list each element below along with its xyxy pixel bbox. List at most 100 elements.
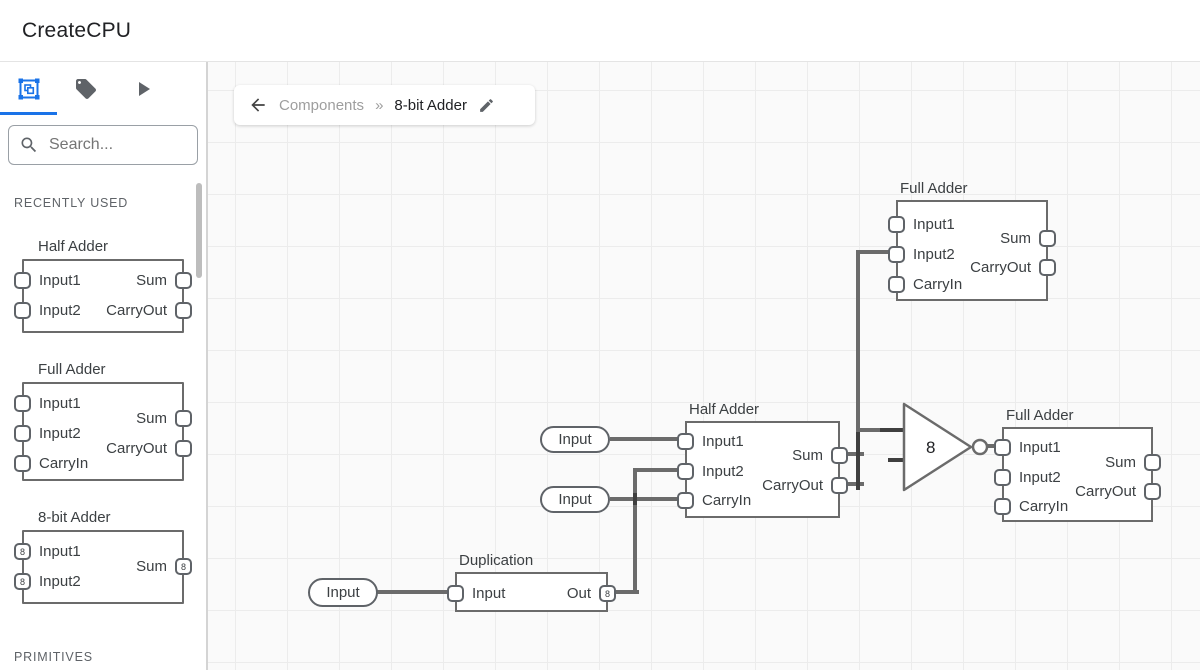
- search-input[interactable]: [49, 136, 179, 154]
- tab-components[interactable]: [0, 62, 57, 115]
- tab-tags[interactable]: [57, 62, 114, 115]
- port-input2[interactable]: [14, 302, 31, 319]
- port-label: Input1: [913, 216, 955, 233]
- wire[interactable]: [856, 428, 860, 490]
- port-label: CarryOut: [106, 440, 167, 457]
- port-sum[interactable]: [175, 410, 192, 427]
- wire[interactable]: [633, 468, 637, 592]
- tag-icon: [75, 78, 96, 99]
- port-input1[interactable]: [677, 433, 694, 450]
- port-sum[interactable]: 8: [175, 558, 192, 575]
- tab-simulate[interactable]: [114, 62, 171, 115]
- port-label: Sum: [1000, 230, 1031, 247]
- port-label: Sum: [136, 410, 167, 427]
- edit-name-button[interactable]: [478, 97, 495, 114]
- port-input2[interactable]: [994, 469, 1011, 486]
- port-input2[interactable]: [14, 425, 31, 442]
- component-title: Duplication: [459, 552, 534, 569]
- port-carryout[interactable]: [831, 477, 848, 494]
- port-input1[interactable]: [994, 439, 1011, 456]
- port-sum[interactable]: [175, 272, 192, 289]
- breadcrumb-current: 8-bit Adder: [394, 96, 467, 114]
- port-label: CarryOut: [106, 302, 167, 319]
- port-input2[interactable]: [677, 463, 694, 480]
- component-title: Full Adder: [900, 180, 968, 197]
- breadcrumb-parent[interactable]: Components: [279, 96, 365, 114]
- port-sum[interactable]: [831, 447, 848, 464]
- wire[interactable]: [880, 428, 905, 432]
- port-label: Sum: [136, 558, 167, 575]
- app-header: CreateCPU: [0, 0, 1200, 62]
- pencil-icon: [480, 98, 493, 112]
- port-input2[interactable]: 8: [14, 573, 31, 590]
- wire[interactable]: [888, 458, 904, 462]
- port-input1[interactable]: 8: [14, 543, 31, 560]
- port-sum[interactable]: [1039, 230, 1056, 247]
- port-carryin[interactable]: [994, 498, 1011, 515]
- port-label: Out: [566, 585, 591, 602]
- port-input1[interactable]: [888, 216, 905, 233]
- sidebar-scrollbar[interactable]: [196, 183, 202, 278]
- port-carryin[interactable]: [677, 492, 694, 509]
- port-input1[interactable]: [14, 395, 31, 412]
- component-title: 8-bit Adder: [38, 509, 111, 526]
- input-pill[interactable]: Input: [540, 486, 610, 513]
- app-title: CreateCPU: [22, 18, 132, 42]
- gate-bits-label: 8: [926, 438, 935, 457]
- port-carryout[interactable]: [175, 440, 192, 457]
- not-gate[interactable]: 8: [902, 402, 990, 497]
- input-pill[interactable]: Input: [308, 578, 378, 607]
- input-pill[interactable]: Input: [540, 426, 610, 453]
- port-label: CarryIn: [702, 492, 752, 509]
- port-label: Input2: [913, 246, 955, 263]
- port-input2[interactable]: [888, 246, 905, 263]
- wire[interactable]: [633, 468, 687, 472]
- wire[interactable]: [633, 493, 637, 505]
- wire[interactable]: [610, 497, 687, 501]
- port-out[interactable]: 8: [599, 585, 616, 602]
- port-label: CarryOut: [1075, 483, 1136, 500]
- port-carryout[interactable]: [1144, 483, 1161, 500]
- port-label: Input1: [39, 543, 81, 560]
- port-input1[interactable]: [14, 272, 31, 289]
- wire[interactable]: [856, 250, 898, 254]
- wire[interactable]: [606, 590, 639, 594]
- port-label: Input1: [39, 272, 81, 289]
- active-tab-indicator: [0, 112, 57, 115]
- port-carryout[interactable]: [1039, 259, 1056, 276]
- wire[interactable]: [377, 590, 457, 594]
- port-carryin[interactable]: [888, 276, 905, 293]
- back-button[interactable]: [248, 95, 268, 115]
- port-label: Input: [472, 585, 506, 602]
- search-box[interactable]: [8, 125, 198, 165]
- not-gate-shape: 8: [902, 402, 989, 492]
- wire[interactable]: [838, 452, 864, 456]
- wire[interactable]: [856, 250, 860, 432]
- port-input[interactable]: [447, 585, 464, 602]
- port-label: Input2: [39, 573, 81, 590]
- port-carryin[interactable]: [14, 455, 31, 472]
- port-label: Input1: [702, 433, 744, 450]
- port-sum[interactable]: [1144, 454, 1161, 471]
- component-title: Full Adder: [38, 361, 106, 378]
- wire[interactable]: [838, 482, 864, 486]
- port-label: Input2: [39, 425, 81, 442]
- sidebar: RECENTLY USED Half AdderInput1Input2SumC…: [0, 62, 208, 670]
- port-label: CarryIn: [39, 455, 89, 472]
- port-label: Input1: [1019, 439, 1061, 456]
- wire[interactable]: [610, 437, 687, 441]
- recently-used-label: RECENTLY USED: [14, 196, 129, 210]
- component-title: Full Adder: [1006, 407, 1074, 424]
- port-carryout[interactable]: [175, 302, 192, 319]
- port-label: Input2: [1019, 469, 1061, 486]
